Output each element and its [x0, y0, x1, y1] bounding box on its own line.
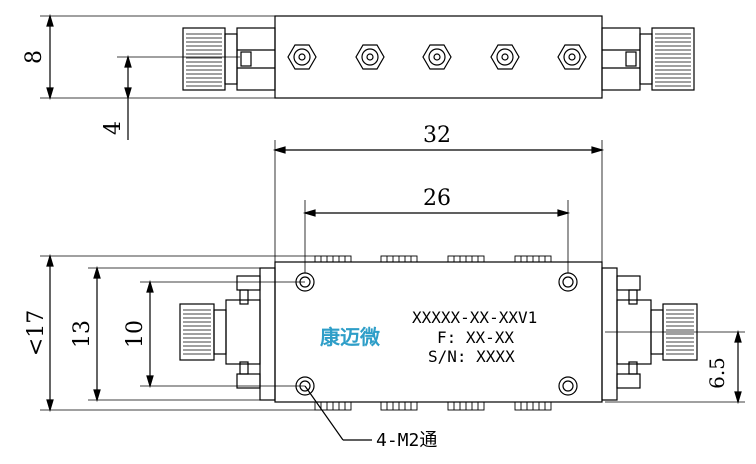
top-left-connector — [182, 27, 276, 91]
top-view — [40, 13, 695, 140]
dim-height-top — [40, 13, 275, 101]
dim-inner-height — [140, 279, 305, 389]
frequency-label: F: XX-XX — [437, 328, 514, 347]
top-right-connector — [601, 27, 695, 91]
dim-overall-height-label: <17 — [24, 310, 49, 356]
dim-hole-height — [88, 265, 260, 403]
hole-callout-leader — [304, 385, 372, 441]
front-bottom-nuts — [314, 401, 552, 411]
dim-offset-top-label: 4 — [101, 121, 126, 135]
dim-height-top-label: 8 — [22, 50, 47, 64]
tuning-screw-2 — [355, 44, 385, 70]
tuning-screw-5 — [557, 44, 587, 70]
dim-length-label: 32 — [423, 123, 451, 148]
dim-hole-height-label: 13 — [70, 320, 95, 348]
dim-length — [272, 140, 605, 262]
mounting-hole-top-right — [558, 272, 578, 292]
top-left-connector-knurl — [186, 33, 222, 87]
dim-overall-height — [40, 253, 315, 413]
dim-connector-offset — [605, 329, 745, 405]
top-right-connector-knurl — [655, 33, 691, 87]
dim-connector-offset-label: 6.5 — [705, 357, 729, 389]
dim-offset-top — [117, 54, 240, 140]
front-top-nuts — [314, 255, 552, 263]
tuning-screw-4 — [490, 44, 520, 70]
serial-number: S/N: XXXX — [428, 347, 515, 366]
top-view-body — [274, 15, 603, 99]
dim-inner-height-label: 10 — [123, 320, 148, 348]
model-number: XXXXX-XX-XXV1 — [412, 308, 537, 327]
mounting-hole-bottom-right — [558, 376, 578, 396]
tuning-screw-3 — [422, 44, 452, 70]
brand-logo: 康迈微 — [320, 325, 380, 349]
dim-hole-spacing — [302, 200, 571, 273]
front-left-connector — [179, 275, 261, 389]
hole-callout: 4-M2通 — [376, 430, 437, 451]
front-view — [40, 140, 745, 441]
dim-hole-spacing-label: 26 — [423, 186, 451, 211]
tuning-screw-1 — [287, 44, 317, 70]
